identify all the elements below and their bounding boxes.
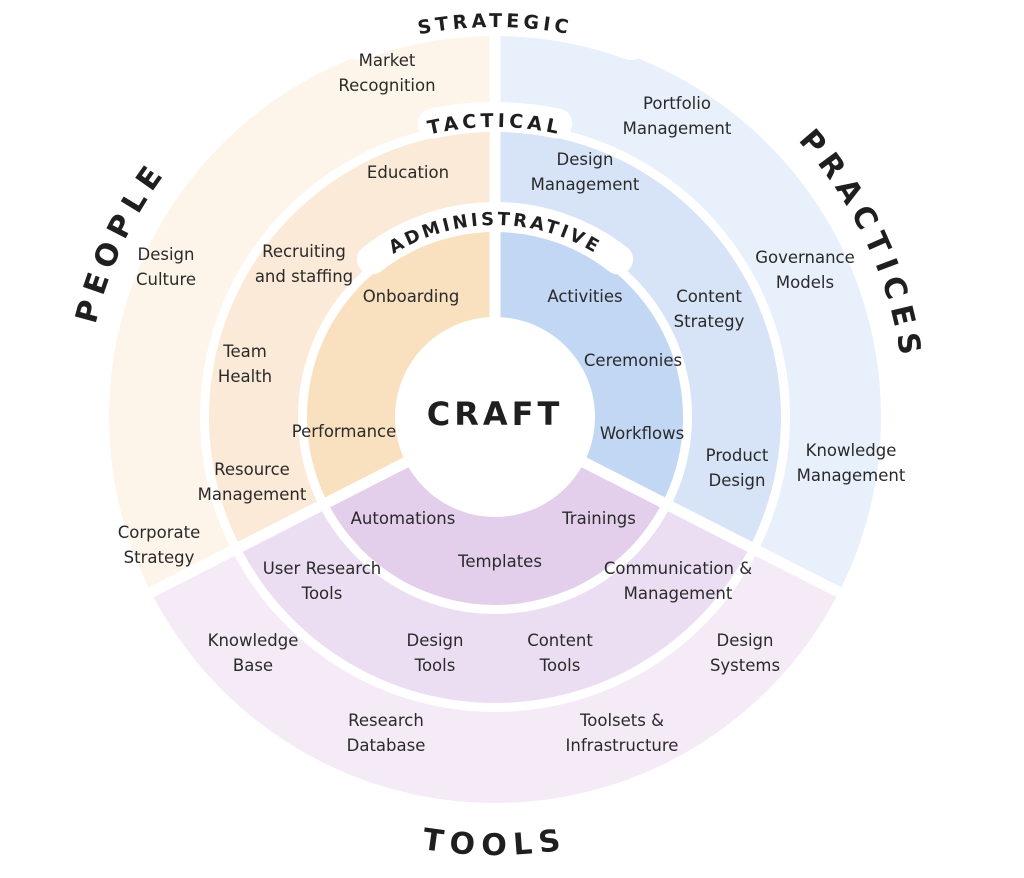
item-label-line: and staffing xyxy=(255,267,353,286)
tools-tactical-segment xyxy=(242,511,748,704)
item-label-line: Templates xyxy=(457,552,542,571)
item-label-line: Education xyxy=(367,163,449,182)
tools-administrative-item: Templates xyxy=(457,552,542,571)
tools-administrative-item: Trainings xyxy=(561,509,636,528)
practices-administrative-item: Ceremonies xyxy=(584,351,682,370)
item-label-line: Team xyxy=(222,342,267,361)
item-label-line: Workflows xyxy=(600,424,684,443)
people-tactical-item: Recruiting and staffing xyxy=(255,242,353,286)
item-label-line: Resource xyxy=(214,460,290,479)
tools-strategic-item: Toolsets & Infrastructure xyxy=(566,711,679,755)
item-label-line: User Research xyxy=(263,559,382,578)
item-label-line: Management xyxy=(624,584,733,603)
item-label-line: Recognition xyxy=(338,76,435,95)
level-label-tactical: TACTICAL xyxy=(426,110,565,140)
item-label-line: Trainings xyxy=(561,509,636,528)
people-administrative-segment xyxy=(307,229,490,498)
item-label-line: Knowledge xyxy=(806,441,897,460)
item-label-line: Governance xyxy=(755,248,855,267)
item-label-line: Performance xyxy=(292,422,397,441)
item-label-line: Infrastructure xyxy=(566,736,679,755)
item-label-line: Design xyxy=(407,631,464,650)
item-label-line: Activities xyxy=(547,287,622,306)
item-label-line: Content xyxy=(527,631,593,650)
item-label-line: Research xyxy=(348,711,424,730)
item-label-line: Management xyxy=(198,485,307,504)
item-label-line: Health xyxy=(218,367,272,386)
tools-administrative-segment xyxy=(330,467,660,605)
item-label-line: Communication & xyxy=(604,559,752,578)
item-label-line: Design xyxy=(709,471,766,490)
item-label-line: Management xyxy=(797,466,906,485)
item-label-line: Corporate xyxy=(118,523,200,542)
item-label-line: Strategy xyxy=(674,312,745,331)
item-label-line: Design xyxy=(717,631,774,650)
center-title: CRAFT xyxy=(427,395,564,433)
item-label-line: Culture xyxy=(136,270,196,289)
item-label-line: Tools xyxy=(301,584,343,603)
people-administrative-item: Performance xyxy=(292,422,397,441)
item-label-line: Knowledge xyxy=(208,631,299,650)
practices-administrative-item: Workflows xyxy=(600,424,684,443)
item-label-line: Base xyxy=(233,656,273,675)
item-label-line: Automations xyxy=(351,509,456,528)
item-label-line: Design xyxy=(138,245,195,264)
item-label-line: Recruiting xyxy=(262,242,346,261)
item-label-line: Content xyxy=(676,287,742,306)
practices-strategic-segment xyxy=(500,31,881,588)
item-label-line: Toolsets & xyxy=(579,711,664,730)
people-tactical-item: Education xyxy=(367,163,449,182)
item-label-line: Design xyxy=(557,150,614,169)
people-strategic-segment xyxy=(108,31,490,588)
item-label-line: Tools xyxy=(539,656,581,675)
item-label-line: Database xyxy=(347,736,426,755)
tools-tactical-item: Communication & Management xyxy=(604,559,752,603)
tools-strategic-segment xyxy=(153,555,837,803)
category-label-tools: TOOLS xyxy=(421,822,570,863)
item-label-line: Tools xyxy=(414,656,456,675)
item-label-line: Ceremonies xyxy=(584,351,682,370)
tools-administrative-item: Automations xyxy=(351,509,456,528)
people-administrative-item: Onboarding xyxy=(363,287,460,306)
practices-administrative-segment xyxy=(500,229,683,498)
item-label-line: Management xyxy=(623,119,732,138)
item-label-line: Product xyxy=(706,446,769,465)
item-label-line: Management xyxy=(531,175,640,194)
item-label-line: Models xyxy=(776,273,834,292)
level-label-tactical-text: TACTICAL xyxy=(426,110,561,140)
category-label-tools-text: TOOLS xyxy=(421,822,563,863)
item-label-line: Onboarding xyxy=(363,287,460,306)
item-label-line: Market xyxy=(359,51,416,70)
item-label-line: Portfolio xyxy=(643,94,711,113)
item-label-line: Strategy xyxy=(124,548,195,567)
item-label-line: Systems xyxy=(710,656,780,675)
practices-administrative-item: Activities xyxy=(547,287,622,306)
